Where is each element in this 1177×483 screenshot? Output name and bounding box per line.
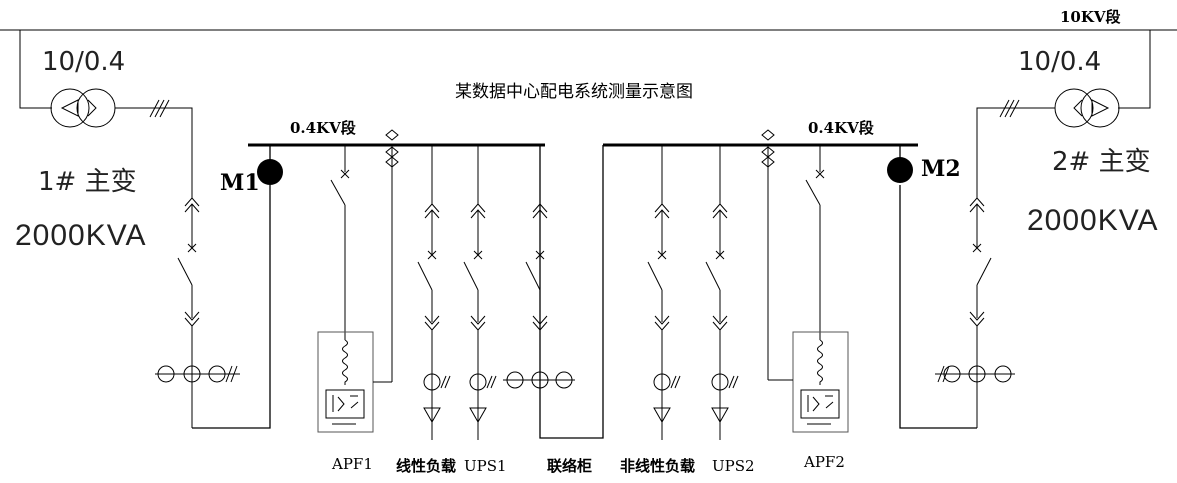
label-apf1: APF1 [331,455,373,473]
label-ups2: UPS2 [712,457,755,475]
feeder-ups1 [463,145,497,440]
feeder-tie [525,145,548,331]
transformer-1 [19,30,271,429]
feeder-nonlinear-load [647,145,681,440]
feeder-linear-load [417,145,451,440]
hv-bus-label: 10KV段 [1060,8,1121,26]
feeder-ups2 [705,145,739,440]
transformer-2 [899,30,1151,429]
meter-m1-label: M1 [220,170,260,196]
apf2-feeder [761,129,849,433]
label-apf2: APF2 [803,453,845,471]
transformer-2-rating: 2000KVA [1027,204,1159,237]
lv-bus-right-label: 0.4KV段 [808,119,874,137]
apf1-feeder [317,129,399,433]
meter-m1 [257,159,283,185]
transformer-1-ratio: 10/0.4 [42,47,125,77]
label-ups1: UPS1 [464,457,507,475]
feeder-branches [417,145,739,440]
transformer-2-name: 2# 主变 [1052,147,1151,177]
lv-bus-left-label: 0.4KV段 [290,119,356,137]
label-nonlinear-load: 非线性负载 [620,457,695,475]
label-linear-load: 线性负载 [396,457,456,475]
diagram-title: 某数据中心配电系统测量示意图 [455,82,693,102]
transformer-1-name: 1# 主变 [38,167,137,197]
tie-cabinet [503,145,604,439]
meter-m2 [887,157,913,183]
label-tie-cabinet: 联络柜 [547,457,592,475]
transformer-1-rating: 2000KVA [15,219,147,252]
meter-m2-label: M2 [921,156,961,182]
transformer-2-ratio: 10/0.4 [1018,47,1101,77]
